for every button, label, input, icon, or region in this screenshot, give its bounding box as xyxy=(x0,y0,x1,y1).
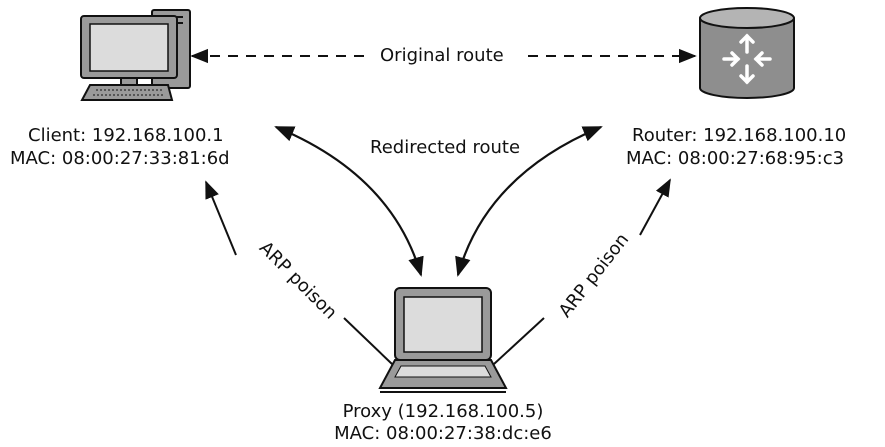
proxy-mac-label: MAC: 08:00:27:38:dc:e6 xyxy=(334,423,552,444)
router-icon xyxy=(699,7,795,99)
router-mac-label: MAC: 08:00:27:68:95:c3 xyxy=(626,148,845,169)
laptop-icon xyxy=(378,287,508,393)
redirected-route-right-arrow xyxy=(455,125,603,277)
router-ip-label: Router: 192.168.100.10 xyxy=(632,125,847,146)
redirected-route-label: Redirected route xyxy=(370,137,521,158)
client-ip-label: Client: 192.168.100.1 xyxy=(28,125,224,146)
redirected-route-left-arrow xyxy=(274,125,424,277)
arp-poison-left-arrow xyxy=(205,180,393,365)
desktop-computer-icon xyxy=(80,9,191,101)
arp-poison-right-arrow xyxy=(493,178,671,365)
client-mac-label: MAC: 08:00:27:33:81:6d xyxy=(10,148,230,169)
proxy-ip-label: Proxy (192.168.100.5) xyxy=(342,401,544,422)
original-route-label: Original route xyxy=(380,45,504,66)
